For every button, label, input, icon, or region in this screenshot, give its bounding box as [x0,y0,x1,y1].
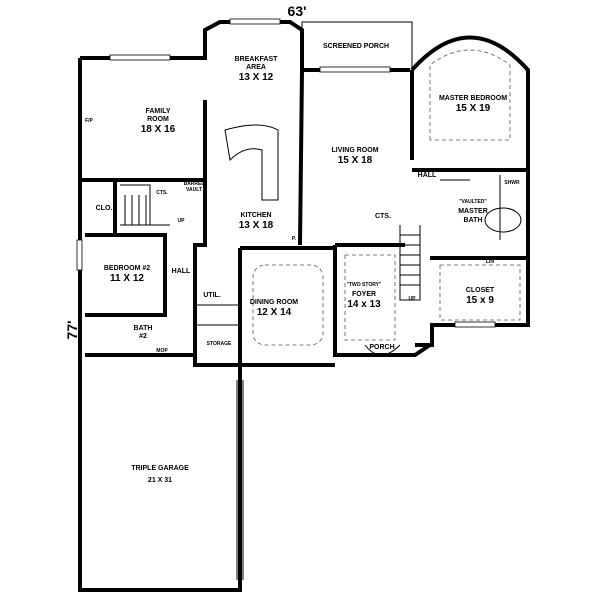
master-bath-label-2: BATH [464,217,483,224]
rear-stairs-up-label: UP [178,218,186,224]
family-room-size: 18 X 16 [141,124,176,135]
master-hall-label: HALL [418,172,437,179]
family-room-label-1: FAMILY [145,108,170,115]
breakfast-size: 13 X 12 [239,72,274,83]
windows [76,18,496,328]
hall-label: HALL [172,268,191,275]
dining-room-label: DINING ROOM [250,299,298,306]
kitchen-size: 13 X 18 [239,220,274,231]
foyer-closet-label: CTS. [375,213,391,220]
storage-label: STORAGE [207,341,232,347]
garage-size: 21 X 31 [148,477,172,484]
master-bedroom-size: 15 X 19 [456,103,491,114]
master-bath-label-1: MASTER [458,208,488,215]
barrel-vault-label-2: VAULT [186,187,202,193]
closet-label: CLOSET [466,287,495,294]
linen-label: LIN [486,259,494,265]
foyer-label: FOYER [352,291,376,298]
room-garage: TRIPLE GARAGE 21 X 31 [131,465,189,484]
room-foyer: "TWO STORY" FOYER 14 x 13 UP [347,282,417,310]
porch-label: PORCH [369,344,394,351]
room-family: FAMILY ROOM 18 X 16 F/P [85,108,176,135]
rear-closet-label: CTS. [156,190,168,196]
room-master-bath: "VAULTED" MASTER BATH SHWR LIN [458,180,520,265]
garage-label: TRIPLE GARAGE [131,465,189,472]
barrel-vault-label-1: BARREL [184,181,205,187]
pantry-label: P. [292,236,297,242]
dashed-ceiling-outlines [252,49,521,346]
breakfast-label-2: AREA [246,64,266,71]
breakfast-label-1: BREAKFAST [235,56,279,63]
closet-size: 15 x 9 [466,295,494,306]
living-room-label: LIVING ROOM [331,147,378,154]
bath2-label-2: #2 [139,333,147,340]
foyer-note: "TWO STORY" [347,282,382,288]
room-dining: DINING ROOM 12 X 14 [250,299,298,318]
bedroom2-size: 11 X 12 [110,273,144,284]
room-closet: CLOSET 15 x 9 [466,287,495,306]
bedroom2-label: BEDROOM #2 [104,265,150,272]
dining-room-size: 12 X 14 [257,307,292,318]
room-breakfast: BREAKFAST AREA 13 X 12 [235,56,279,83]
walls [78,20,530,592]
room-living: LIVING ROOM 15 X 18 [331,147,378,166]
screened-porch-label: SCREENED PORCH [323,43,389,50]
living-room-size: 15 X 18 [338,155,373,166]
master-bedroom-label: MASTER BEDROOM [439,95,507,102]
width-dimension: 63' [288,3,307,19]
room-master-bedroom: MASTER BEDROOM 15 X 19 [439,95,507,114]
foyer-stairs-up-label: UP [409,296,417,302]
room-bath2: BATH #2 MOP [134,325,169,354]
master-bath-note: "VAULTED" [459,199,487,205]
rear-stairs: CTS. BARREL VAULT UP [156,181,204,224]
shower-label: SHWR [504,180,520,186]
room-bedroom2: BEDROOM #2 11 X 12 [104,265,150,284]
clo-label: CLO. [96,205,113,212]
foyer-size: 14 x 13 [347,299,381,310]
kitchen-label: KITCHEN [240,212,271,219]
family-room-label-2: ROOM [147,116,169,123]
util-label: UTIL. [203,292,221,299]
room-kitchen: KITCHEN 13 X 18 P. [239,212,297,242]
bath2-label-1: BATH [134,325,153,332]
mop-label: MOP [156,348,168,354]
fireplace-label: F/P [85,118,93,124]
depth-dimension: 77' [64,321,80,340]
